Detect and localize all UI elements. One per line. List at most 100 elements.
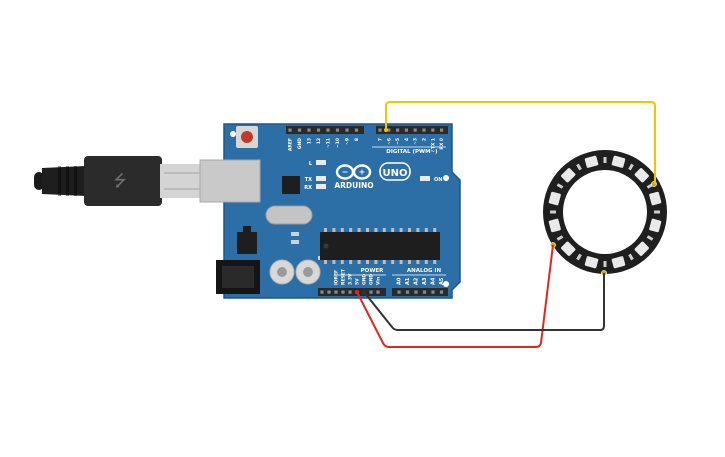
usb-plug-metal <box>160 164 204 198</box>
usb-plug-body <box>84 156 162 206</box>
top-pin-label: RX 0 <box>439 138 445 150</box>
arduino-logo: − + ARDUINO UNO <box>334 162 411 190</box>
neopixel-ring[interactable] <box>543 150 667 276</box>
chip-pin <box>408 260 411 264</box>
board-pin-6-endpoint <box>384 128 388 132</box>
header-pin[interactable] <box>397 290 401 294</box>
chip-pin <box>374 260 378 264</box>
neopixel-led[interactable] <box>584 256 599 269</box>
neopixel-led[interactable] <box>548 218 561 233</box>
usb-plug-groove <box>164 172 200 174</box>
smd-component <box>291 232 299 236</box>
neopixel-led[interactable] <box>611 155 626 168</box>
header-pin[interactable] <box>378 128 382 132</box>
analog-header-label: ANALOG IN <box>407 268 442 274</box>
ring-capacitor <box>603 157 607 163</box>
neopixel-led[interactable] <box>584 155 599 168</box>
analog-pin-label: A1 <box>405 277 411 285</box>
header-pin[interactable] <box>327 290 331 294</box>
header-pin[interactable] <box>414 290 418 294</box>
top-pin-label: ~5 <box>395 138 401 145</box>
header-pin[interactable] <box>335 128 340 132</box>
header-pin[interactable] <box>422 290 427 294</box>
dc-power-jack-inner <box>222 266 254 288</box>
top-pin-label: GND <box>297 138 303 149</box>
data-wire[interactable] <box>385 101 656 184</box>
header-pin[interactable] <box>345 128 349 132</box>
chip-pin <box>357 228 361 232</box>
chip-pin <box>382 228 386 232</box>
led-tx-label: TX <box>305 177 312 183</box>
header-pin[interactable] <box>307 128 311 132</box>
led-l <box>316 160 326 165</box>
chip-pin <box>324 228 327 232</box>
neopixel-led[interactable] <box>548 191 561 206</box>
power-pin-label: Vin <box>376 277 382 285</box>
ring-capacitor <box>556 235 564 241</box>
led-on <box>420 176 430 181</box>
header-pin[interactable] <box>396 128 400 132</box>
board-pin-gnd-endpoint <box>362 290 366 294</box>
crystal-oscillator <box>265 205 313 225</box>
chip-pin <box>324 260 327 264</box>
top-pin-label: ~6 <box>386 138 392 145</box>
chip-pins-bottom <box>324 260 437 264</box>
header-pin[interactable] <box>405 290 410 294</box>
neopixel-led[interactable] <box>560 167 576 183</box>
chip-pin <box>349 228 353 232</box>
neopixel-led[interactable] <box>634 167 650 183</box>
header-pin[interactable] <box>369 290 373 294</box>
neopixel-led[interactable] <box>611 256 626 269</box>
power-pin-label: 3.3V <box>348 273 354 285</box>
header-pin[interactable] <box>320 290 324 294</box>
led-tx <box>316 176 326 181</box>
neopixel-led[interactable] <box>634 241 650 257</box>
top-pin-label: ~9 <box>345 138 351 145</box>
header-pin[interactable] <box>422 128 426 132</box>
neopixel-led[interactable] <box>560 241 576 257</box>
power-wire[interactable] <box>356 244 554 348</box>
header-pin[interactable] <box>431 290 435 294</box>
header-pin[interactable] <box>431 128 435 132</box>
chip-pin <box>340 228 344 232</box>
usb-cable-ridge <box>74 166 77 196</box>
analog-pin-label: A0 <box>397 277 403 285</box>
header-pin[interactable] <box>440 128 444 132</box>
ring-capacitor <box>603 261 607 267</box>
neopixel-led[interactable] <box>649 191 662 206</box>
header-pin[interactable] <box>334 290 338 294</box>
usb-cable[interactable]: ⭍ <box>34 156 204 206</box>
ring-capacitor <box>576 253 582 261</box>
model-label: UNO <box>383 168 408 179</box>
chip-pin <box>349 260 353 264</box>
capacitor-top <box>277 267 287 277</box>
header-pin[interactable] <box>439 290 444 294</box>
top-pin-label: 7 <box>378 138 384 141</box>
analog-pin-label: A3 <box>422 277 428 285</box>
led-rx <box>316 184 326 189</box>
header-pin[interactable] <box>341 290 345 294</box>
top-pin-label: ~10 <box>335 138 341 148</box>
header-pin[interactable] <box>354 128 359 132</box>
header-pin[interactable] <box>413 128 417 132</box>
header-pin[interactable] <box>316 128 321 132</box>
header-pin[interactable] <box>348 290 352 294</box>
header-pin[interactable] <box>404 128 408 132</box>
header-pin[interactable] <box>288 128 292 132</box>
microcontroller-chip <box>320 232 440 260</box>
header-pin[interactable] <box>387 128 391 132</box>
logo-infinity-right <box>352 164 372 180</box>
header-pin[interactable] <box>326 128 330 132</box>
ground-wire[interactable] <box>363 273 605 331</box>
neopixel-led[interactable] <box>649 218 662 233</box>
header-pin[interactable] <box>376 290 380 294</box>
ring-capacitor <box>654 210 660 214</box>
power-pin-label: GND <box>369 274 375 285</box>
reset-button-cap[interactable] <box>241 131 253 143</box>
chip-pin <box>374 228 378 232</box>
header-pin[interactable] <box>297 128 302 132</box>
top-pin-label: 4 <box>404 138 410 141</box>
